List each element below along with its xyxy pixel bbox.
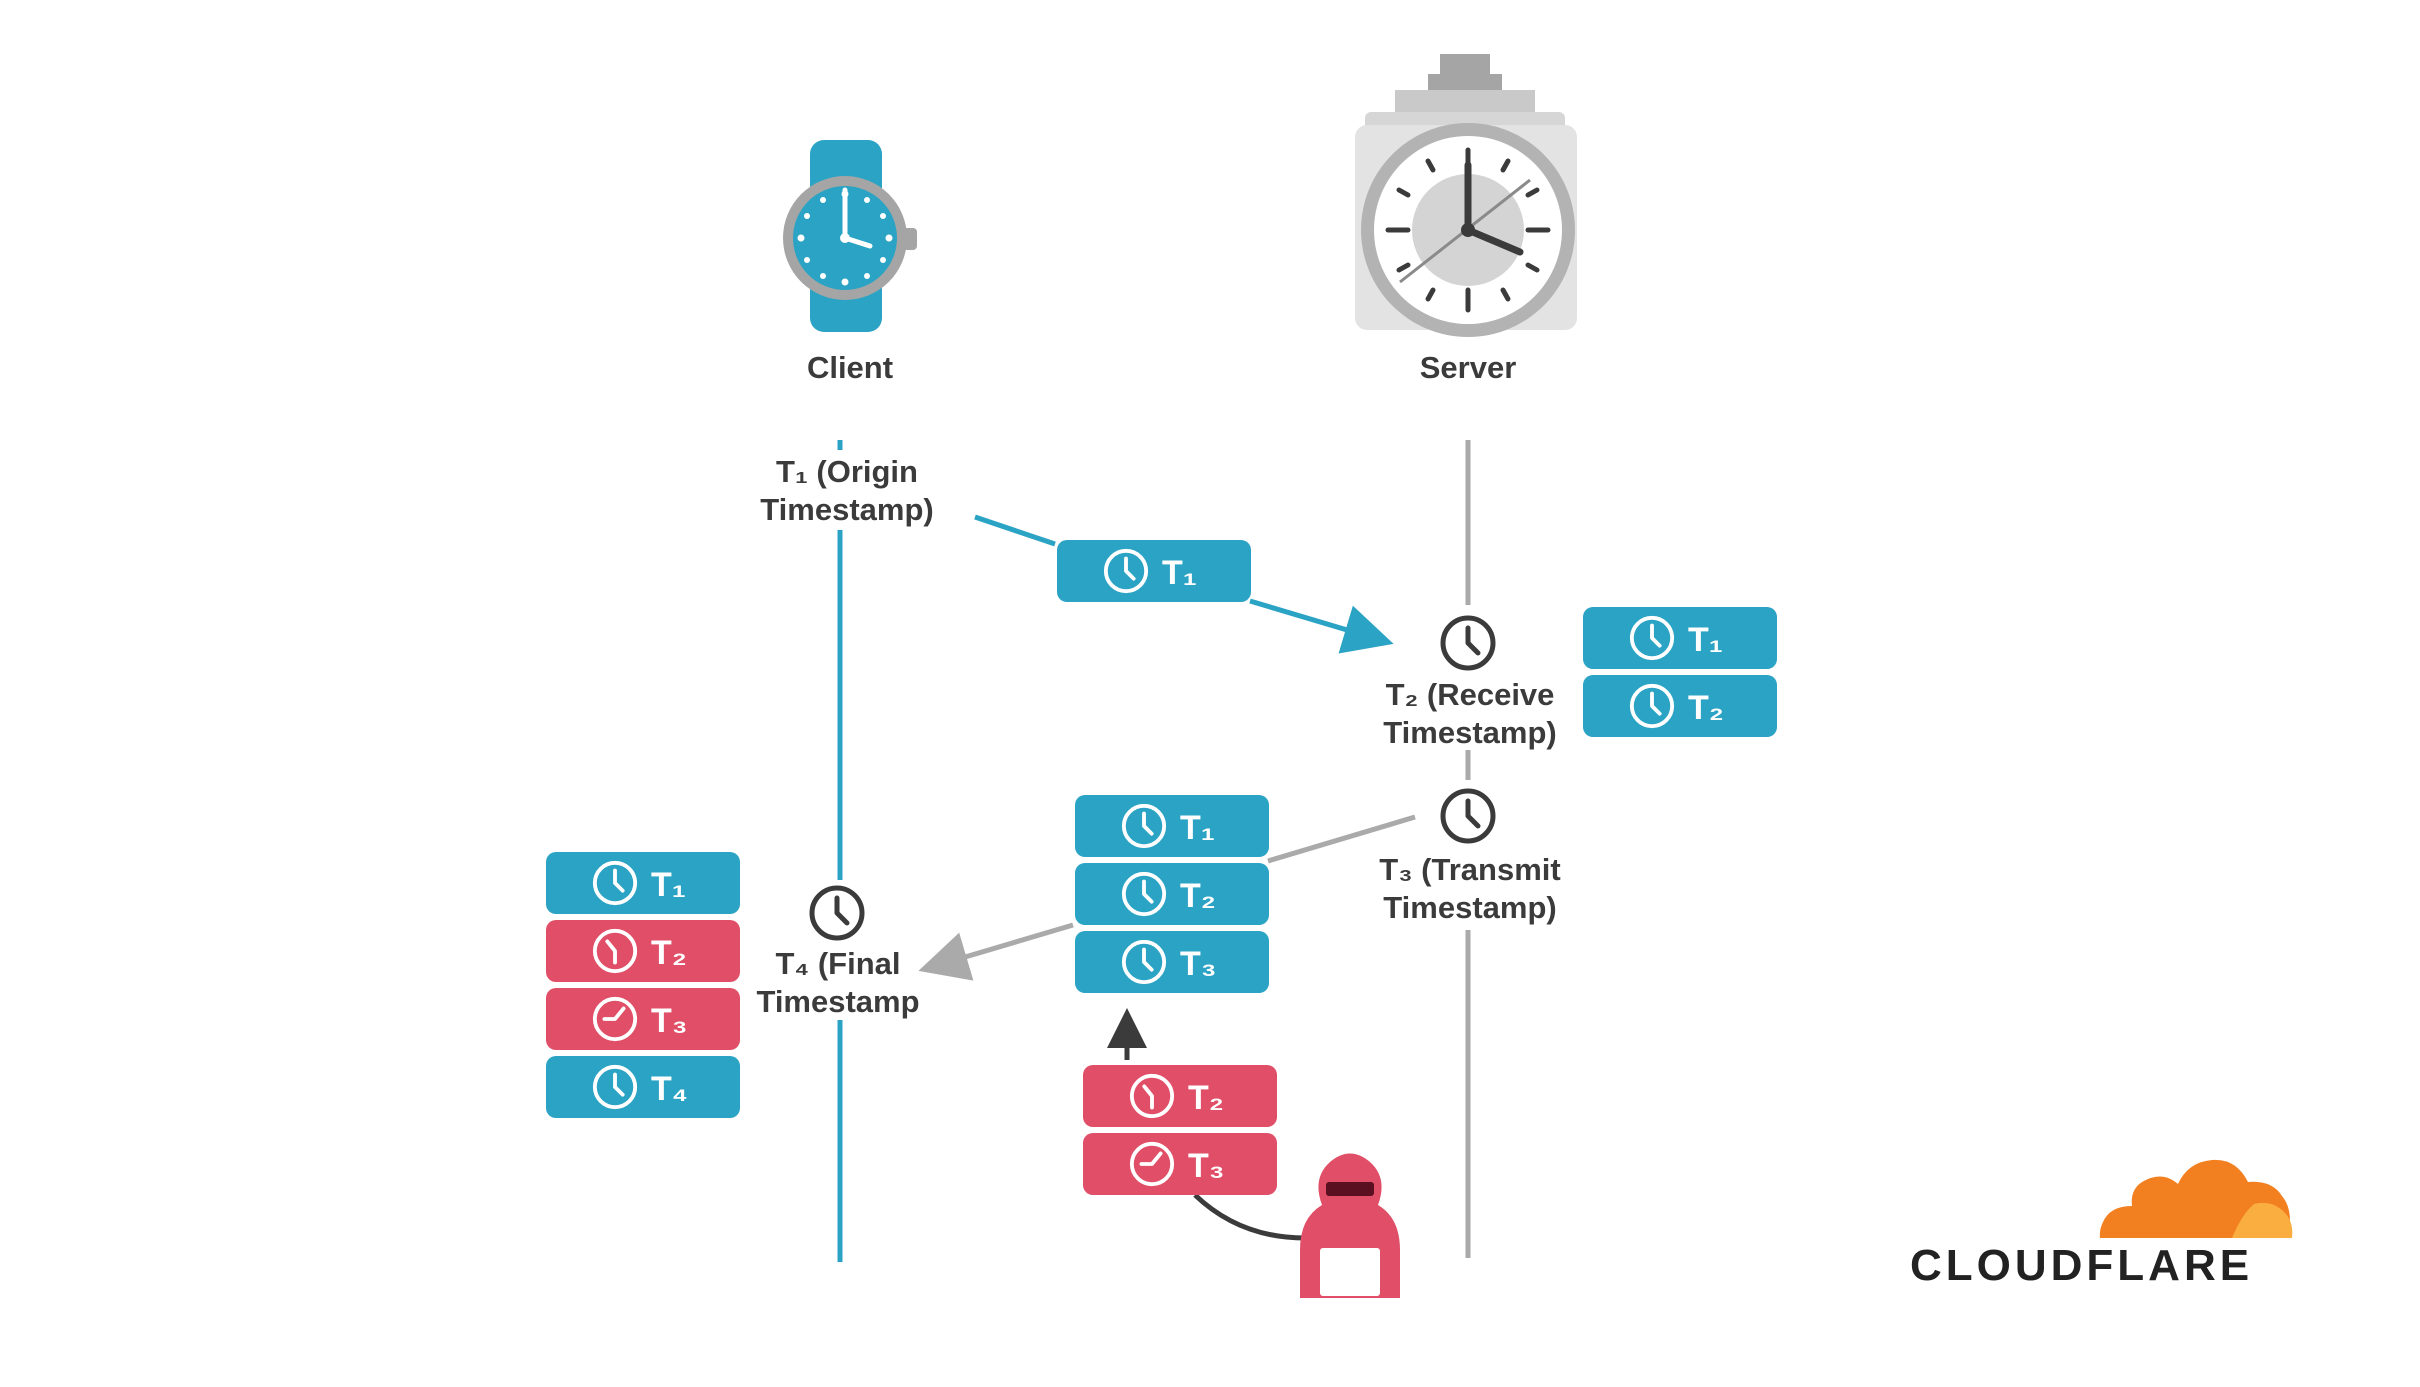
t1-origin-label-line2: Timestamp)	[760, 492, 933, 527]
client-wristwatch-icon	[783, 140, 917, 332]
hooded-attacker-icon	[1300, 1153, 1400, 1298]
t2-receive-label-line2: Timestamp)	[1383, 715, 1556, 750]
packet-label: T₂	[651, 934, 687, 972]
packet-response-t2: T₂	[1075, 863, 1269, 925]
t2-receive-label-line1: T₂ (Receive	[1386, 677, 1555, 712]
packet-response-t1: T₁	[1075, 795, 1269, 857]
packet-response-t3: T₃	[1075, 931, 1269, 993]
t3-transmit-label-line2: Timestamp)	[1383, 890, 1556, 925]
client-label: Client	[807, 350, 893, 385]
packet-server-t1: T₁	[1583, 607, 1777, 669]
packet-client-t2-spoofed: T₂	[546, 920, 740, 982]
request-arrow-segment	[974, 514, 1056, 547]
packet-label: T₂	[1188, 1079, 1224, 1117]
cloudflare-logo: CLOUDFLARE	[1910, 1159, 2293, 1290]
t1-origin-label-line1: T₁ (Origin	[776, 454, 918, 489]
packet-spoofed-t2: T₂	[1083, 1065, 1277, 1127]
t2-clock-icon	[1443, 618, 1493, 668]
packet-server-t2: T₂	[1583, 675, 1777, 737]
attacker-connector	[1193, 1193, 1306, 1241]
packet-t1-request: T₁	[1057, 540, 1251, 602]
t3-transmit-label-line1: T₃ (Transmit	[1379, 852, 1560, 887]
t4-final-label-line1: T₄ (Final	[776, 946, 901, 981]
server-label: Server	[1420, 350, 1517, 385]
packet-label: T₃	[1188, 1147, 1225, 1185]
packet-label: T₁	[651, 866, 686, 904]
server-wall-clock-icon	[1355, 54, 1577, 337]
packet-label: T₂	[1180, 877, 1216, 915]
request-arrow	[1249, 598, 1394, 654]
packet-label: T₃	[651, 1002, 688, 1040]
packet-label: T₁	[1162, 554, 1197, 592]
t4-final-label-line2: Timestamp	[756, 984, 919, 1019]
packet-client-t1: T₁	[546, 852, 740, 914]
packet-label: T₃	[1180, 945, 1217, 983]
packet-client-t3-spoofed: T₃	[546, 988, 740, 1050]
packet-spoofed-t3: T₃	[1083, 1133, 1277, 1195]
response-arrow	[918, 922, 1074, 981]
packet-label: T₁	[1180, 809, 1215, 847]
packet-label: T₄	[651, 1070, 688, 1108]
cloudflare-wordmark: CLOUDFLARE	[1910, 1241, 2253, 1290]
response-arrow-segment	[1267, 814, 1416, 864]
packet-client-t4: T₄	[546, 1056, 740, 1118]
packet-label: T₁	[1688, 621, 1723, 659]
t3-clock-icon	[1443, 791, 1493, 841]
packet-label: T₂	[1688, 689, 1724, 727]
t4-clock-icon	[812, 888, 862, 938]
